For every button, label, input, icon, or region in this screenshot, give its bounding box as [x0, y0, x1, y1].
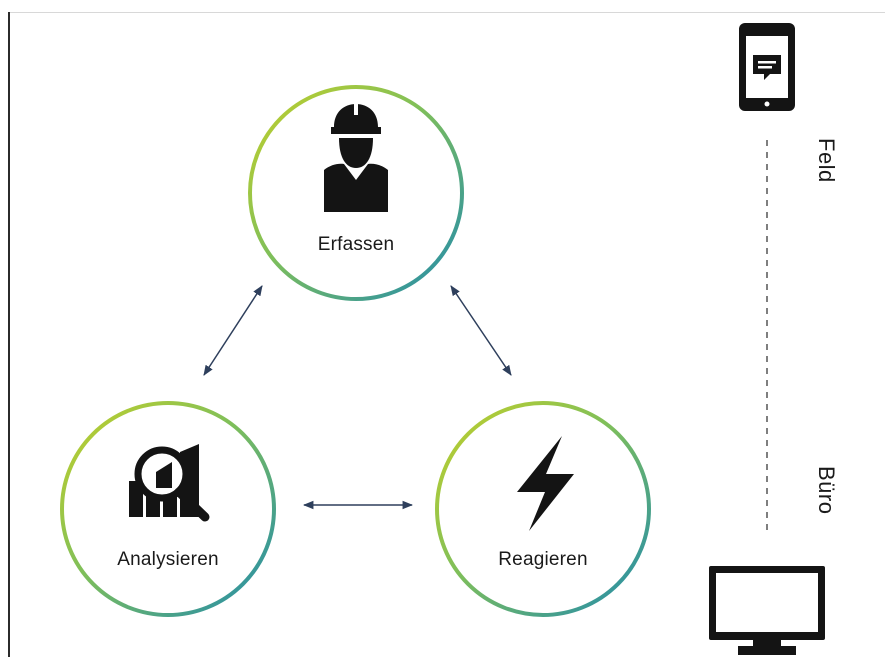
magnifier-chart-icon [129, 444, 210, 522]
analyze-node-label: Analysieren [117, 549, 219, 570]
frame-top-border [8, 12, 885, 13]
lightning-bolt-icon [517, 436, 574, 531]
construction-worker-icon [324, 104, 388, 212]
react-node-label: Reagieren [498, 549, 588, 570]
capture-node-label: Erfassen [317, 234, 395, 255]
field-label: Feld [814, 138, 839, 183]
desktop-monitor-icon [709, 566, 825, 655]
capture-analyze-arrow [203, 285, 263, 376]
smartphone-message-icon [739, 23, 795, 111]
capture-react-arrow [450, 285, 512, 376]
office-label: Büro [814, 466, 839, 515]
frame-left-border [8, 12, 10, 657]
